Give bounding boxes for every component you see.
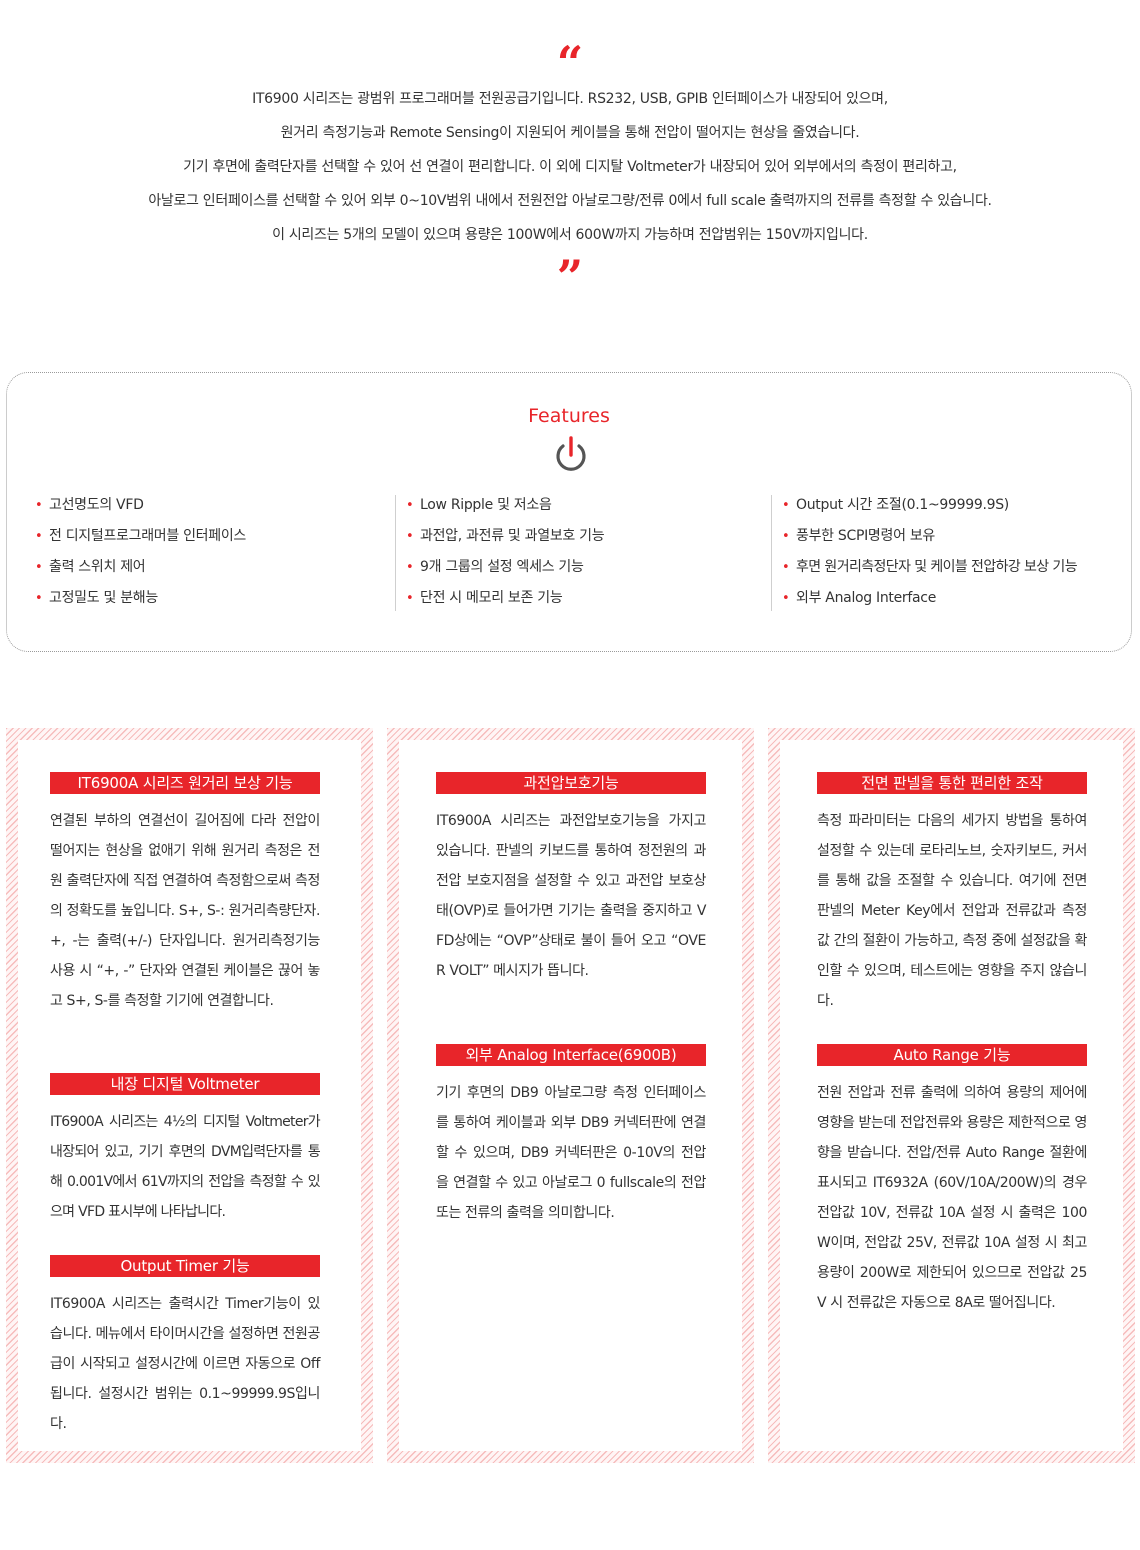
section-title: Output Timer 기능 <box>50 1255 320 1277</box>
features-box: Features • 고선명도의 VFD • 전 디지털프로그래머블 인터페이스 •… <box>6 372 1132 652</box>
section-analog-interface: 외부 Analog Interface(6900B) 기기 후면의 DB9 아날… <box>436 1044 706 1228</box>
card-inner: IT6900A 시리즈 원거리 보상 기능 연결된 부하의 연결선이 길어짐에 … <box>18 740 361 1451</box>
section-ovp: 과전압보호기능 IT6900A 시리즈는 과전압보호기능을 가지고 있습니다. … <box>436 772 706 986</box>
section-title: 내장 디지털 Voltmeter <box>50 1073 320 1095</box>
section-title: 외부 Analog Interface(6900B) <box>436 1044 706 1066</box>
column-divider <box>771 495 772 611</box>
bullet-icon: • <box>406 591 414 606</box>
intro-line: IT6900 시리즈는 광범위 프로그래머블 전원공급기입니다. RS232, … <box>252 91 888 107</box>
features-title: Features <box>528 405 610 427</box>
section-title: 과전압보호기능 <box>436 772 706 794</box>
section-body: IT6900A 시리즈는 과전압보호기능을 가지고 있습니다. 판넬의 키보드를… <box>436 813 706 979</box>
section-title: IT6900A 시리즈 원거리 보상 기능 <box>50 772 320 794</box>
section-body: 전원 전압과 전류 출력에 의하여 용량의 제어에 영향을 받는데 전압전류와 … <box>817 1085 1087 1311</box>
section-remote-sensing: IT6900A 시리즈 원거리 보상 기능 연결된 부하의 연결선이 길어짐에 … <box>50 772 320 1016</box>
feature-item: • 9개 그룹의 설정 엑세스 기능 <box>406 552 604 583</box>
power-icon <box>556 436 586 471</box>
intro-line: 기기 후면에 출력단자를 선택할 수 있어 선 연결이 편리합니다. 이 외에 … <box>183 159 957 175</box>
bullet-icon: • <box>782 529 790 544</box>
column-divider <box>395 495 396 611</box>
feature-text: 외부 Analog Interface <box>796 590 937 606</box>
card-inner: 과전압보호기능 IT6900A 시리즈는 과전압보호기능을 가지고 있습니다. … <box>399 740 742 1451</box>
bullet-icon: • <box>406 529 414 544</box>
card-left: IT6900A 시리즈 원거리 보상 기능 연결된 부하의 연결선이 길어짐에 … <box>6 728 373 1463</box>
intro-line: 아날로그 인터페이스를 선택할 수 있어 외부 0~10V범위 내에서 전원전압… <box>148 193 992 209</box>
intro-section: “ IT6900 시리즈는 광범위 프로그래머블 전원공급기입니다. RS232… <box>0 40 1140 288</box>
feature-item: • 풍부한 SCPI명령어 보유 <box>782 521 1077 552</box>
feature-item: • 고선명도의 VFD <box>35 490 246 521</box>
bullet-icon: • <box>35 498 43 513</box>
bullet-icon: • <box>35 529 43 544</box>
intro-line: 이 시리즈는 5개의 모델이 있으며 용량은 100W에서 600W까지 가능하… <box>272 227 868 243</box>
feature-column-2: • Low Ripple 및 저소음 • 과전압, 과전류 및 과열보호 기능 • 9… <box>406 490 605 614</box>
feature-item: • Low Ripple 및 저소음 <box>406 490 604 521</box>
feature-text: Output 시간 조절(0.1~99999.9S) <box>796 497 1009 513</box>
feature-column-1: • 고선명도의 VFD • 전 디지털프로그래머블 인터페이스 • 출력 스위치 제어… <box>35 490 246 614</box>
feature-item: • Output 시간 조절(0.1~99999.9S) <box>782 490 1077 521</box>
section-front-panel: 전면 판넬을 통한 편리한 조작 측정 파라미터는 다음의 세가지 방법을 통하… <box>817 772 1087 1016</box>
bullet-icon: • <box>406 498 414 513</box>
section-title: Auto Range 기능 <box>817 1044 1087 1066</box>
feature-item: • 과전압, 과전류 및 과열보호 기능 <box>406 521 605 552</box>
feature-text: 풍부한 SCPI명령어 보유 <box>796 528 935 544</box>
section-voltmeter: 내장 디지털 Voltmeter IT6900A 시리즈는 4½의 디지털 Vo… <box>50 1073 321 1227</box>
bullet-icon: • <box>406 560 414 575</box>
card-middle: 과전압보호기능 IT6900A 시리즈는 과전압보호기능을 가지고 있습니다. … <box>387 728 754 1463</box>
feature-text: Low Ripple 및 저소음 <box>420 497 552 513</box>
bullet-icon: • <box>782 498 790 513</box>
feature-text: 후면 원거리측정단자 및 케이블 전압하강 보상 기능 <box>796 559 1078 575</box>
feature-text: 9개 그룹의 설정 엑세스 기능 <box>420 559 584 575</box>
section-body: 연결된 부하의 연결선이 길어짐에 다라 전압이 떨어지는 현상을 없애기 위해… <box>50 813 320 1009</box>
feature-text: 출력 스위치 제어 <box>49 559 146 575</box>
section-output-timer: Output Timer 기능 IT6900A 시리즈는 출력시간 Timer기… <box>50 1255 320 1439</box>
bullet-icon: • <box>35 591 43 606</box>
feature-text: 단전 시 메모리 보존 기능 <box>420 590 563 606</box>
feature-item: • 고정밀도 및 분해능 <box>35 583 246 614</box>
feature-item: • 전 디지털프로그래머블 인터페이스 <box>35 521 246 552</box>
bullet-icon: • <box>782 591 790 606</box>
bullet-icon: • <box>782 560 790 575</box>
feature-item: • 후면 원거리측정단자 및 케이블 전압하강 보상 기능 <box>782 552 1078 583</box>
bullet-icon: • <box>35 560 43 575</box>
feature-column-3: • Output 시간 조절(0.1~99999.9S) • 풍부한 SCPI명령어… <box>782 490 1078 614</box>
card-right: 전면 판넬을 통한 편리한 조작 측정 파라미터는 다음의 세가지 방법을 통하… <box>768 728 1135 1463</box>
feature-text: 고정밀도 및 분해능 <box>49 590 158 606</box>
feature-item: • 단전 시 메모리 보존 기능 <box>406 583 604 614</box>
feature-text: 고선명도의 VFD <box>49 497 144 513</box>
feature-text: 전 디지털프로그래머블 인터페이스 <box>49 528 246 544</box>
feature-item: • 외부 Analog Interface <box>782 583 1077 614</box>
feature-text: 과전압, 과전류 및 과열보호 기능 <box>420 528 605 544</box>
section-body: IT6900A 시리즈는 출력시간 Timer기능이 있습니다. 메뉴에서 타이… <box>50 1296 320 1432</box>
intro-line: 원거리 측정기능과 Remote Sensing이 지원되어 케이블을 통해 전… <box>280 125 860 141</box>
close-quote-icon: ” <box>556 254 584 288</box>
card-inner: 전면 판넬을 통한 편리한 조작 측정 파라미터는 다음의 세가지 방법을 통하… <box>780 740 1123 1451</box>
section-body: IT6900A 시리즈는 4½의 디지털 Voltmeter가 내장되어 있고,… <box>50 1114 321 1220</box>
open-quote-icon: “ <box>556 40 584 74</box>
section-title: 전면 판넬을 통한 편리한 조작 <box>817 772 1087 794</box>
section-auto-range: Auto Range 기능 전원 전압과 전류 출력에 의하여 용량의 제어에 … <box>817 1044 1087 1318</box>
section-body: 측정 파라미터는 다음의 세가지 방법을 통하여 설정할 수 있는데 로타리노브… <box>817 813 1087 1009</box>
feature-item: • 출력 스위치 제어 <box>35 552 246 583</box>
section-body: 기기 후면의 DB9 아날로그량 측정 인터페이스를 통하여 케이블과 외부 D… <box>436 1085 706 1221</box>
